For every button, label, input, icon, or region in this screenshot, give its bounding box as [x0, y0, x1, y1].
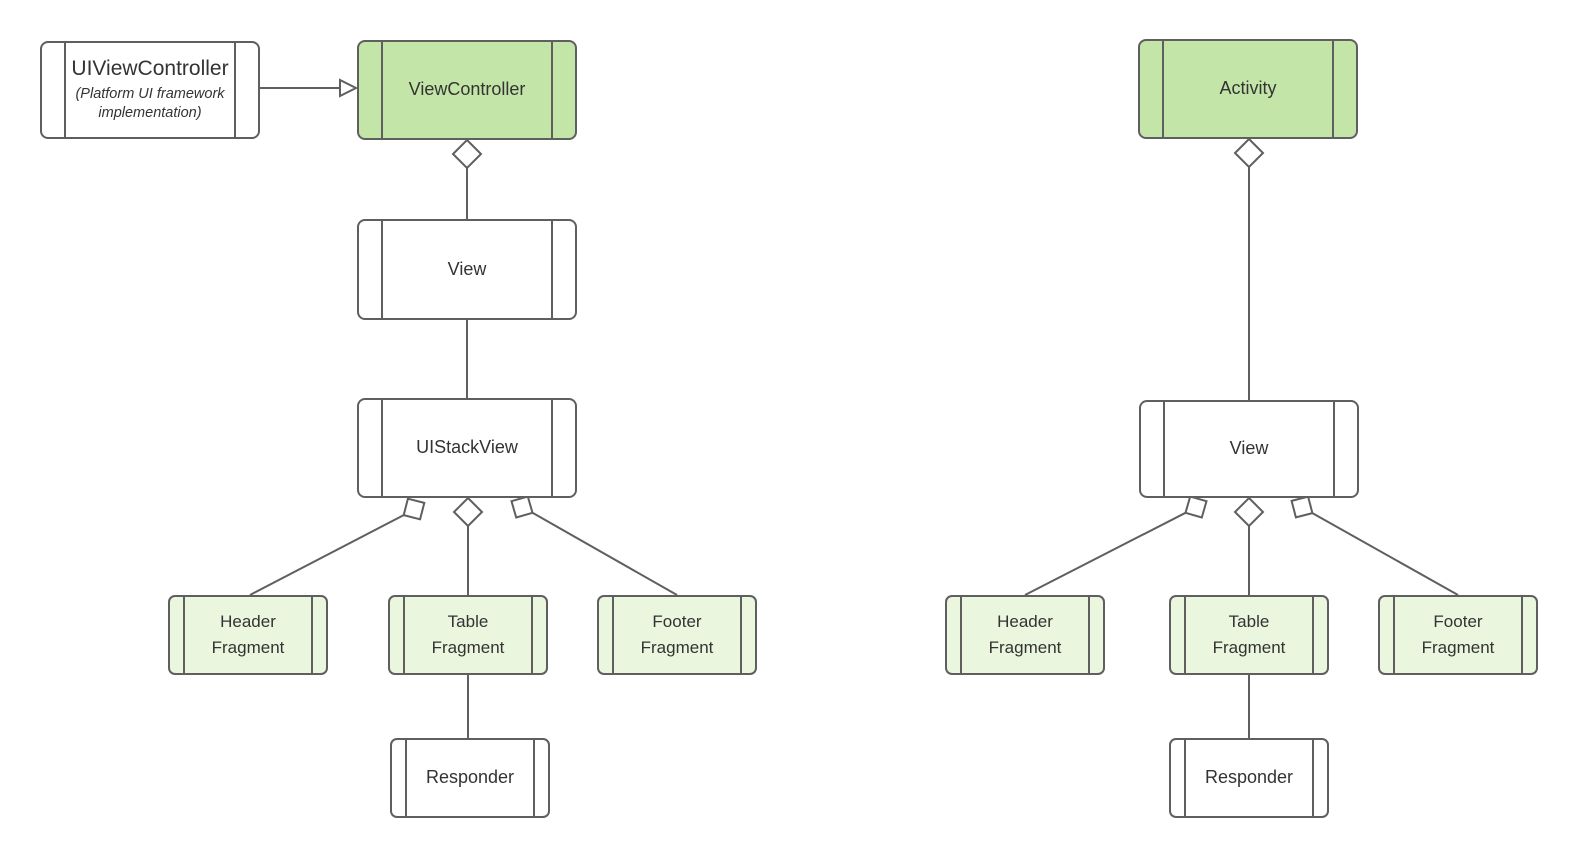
component-bar-left: [64, 43, 66, 137]
node-viewcontroller: ViewController: [357, 40, 577, 140]
node-label: Responder: [425, 767, 515, 788]
component-bar-left: [381, 221, 383, 318]
node-responder-right: Responder: [1169, 738, 1329, 818]
node-title: UIViewController: [71, 57, 229, 81]
node-view-left: View: [357, 219, 577, 320]
node-label: Footer Fragment: [640, 611, 714, 657]
aggregation-diamond-icon: [402, 497, 426, 521]
component-bar-left: [405, 740, 407, 816]
component-bar-left: [1163, 402, 1165, 496]
component-bar-right: [1088, 597, 1090, 673]
component-bar-left: [381, 42, 383, 138]
node-label: ViewController: [408, 79, 526, 100]
component-bar-left: [612, 597, 614, 673]
node-footer-fragment-right: Footer Fragment: [1378, 595, 1538, 675]
node-table-fragment-left: Table Fragment: [388, 595, 548, 675]
component-bar-right: [531, 597, 533, 673]
component-bar-right: [1333, 402, 1335, 496]
node-label: UIViewController (Platform UI framework …: [64, 56, 236, 123]
aggregation-diamond-icon: [510, 495, 534, 519]
node-label: Header Fragment: [211, 611, 285, 657]
aggregation-diamond-icon: [451, 138, 483, 170]
node-label: UIStackView: [416, 437, 518, 458]
component-bar-left: [1393, 597, 1395, 673]
component-bar-right: [1312, 597, 1314, 673]
component-bar-right: [1312, 740, 1314, 816]
component-bar-left: [403, 597, 405, 673]
component-bar-right: [551, 400, 553, 496]
node-label: Responder: [1204, 767, 1294, 788]
edge-uistackview-header-fragment: [249, 514, 405, 596]
component-bar-left: [183, 597, 185, 673]
edge-uistackview-footer-fragment: [532, 511, 678, 596]
node-uistackview: UIStackView: [357, 398, 577, 498]
aggregation-diamond-icon: [1184, 495, 1208, 519]
edge-view-footer-fragment: [1311, 512, 1459, 596]
component-bar-right: [551, 221, 553, 318]
aggregation-diamond-icon: [1233, 137, 1265, 169]
aggregation-diamond-icon: [452, 496, 484, 528]
component-bar-right: [551, 42, 553, 138]
edge-view-header-fragment: [1024, 511, 1186, 596]
node-activity: Activity: [1138, 39, 1358, 139]
node-label: Footer Fragment: [1421, 611, 1495, 657]
component-bar-left: [960, 597, 962, 673]
node-responder-left: Responder: [390, 738, 550, 818]
component-bar-left: [1184, 740, 1186, 816]
component-bar-left: [381, 400, 383, 496]
node-label: Table Fragment: [1212, 611, 1286, 657]
aggregation-diamond-icon: [1290, 495, 1314, 519]
node-label: Table Fragment: [431, 611, 505, 657]
component-bar-right: [234, 43, 236, 137]
component-bar-left: [1184, 597, 1186, 673]
node-label: Activity: [1219, 78, 1277, 99]
node-header-fragment-left: Header Fragment: [168, 595, 328, 675]
component-bar-right: [1332, 41, 1334, 137]
component-bar-left: [1162, 41, 1164, 137]
aggregation-diamond-icon: [1233, 496, 1265, 528]
node-label: View: [447, 258, 487, 279]
node-label: Header Fragment: [988, 611, 1062, 657]
node-footer-fragment-left: Footer Fragment: [597, 595, 757, 675]
component-bar-right: [311, 597, 313, 673]
node-uiviewcontroller: UIViewController (Platform UI framework …: [40, 41, 260, 139]
node-subtitle: (Platform UI framework implementation): [75, 85, 225, 122]
component-bar-right: [1521, 597, 1523, 673]
node-header-fragment-right: Header Fragment: [945, 595, 1105, 675]
node-label: View: [1229, 438, 1269, 459]
node-view-right: View: [1139, 400, 1359, 498]
node-table-fragment-right: Table Fragment: [1169, 595, 1329, 675]
open-arrowhead-icon: [339, 78, 359, 98]
component-bar-right: [533, 740, 535, 816]
component-bar-right: [740, 597, 742, 673]
